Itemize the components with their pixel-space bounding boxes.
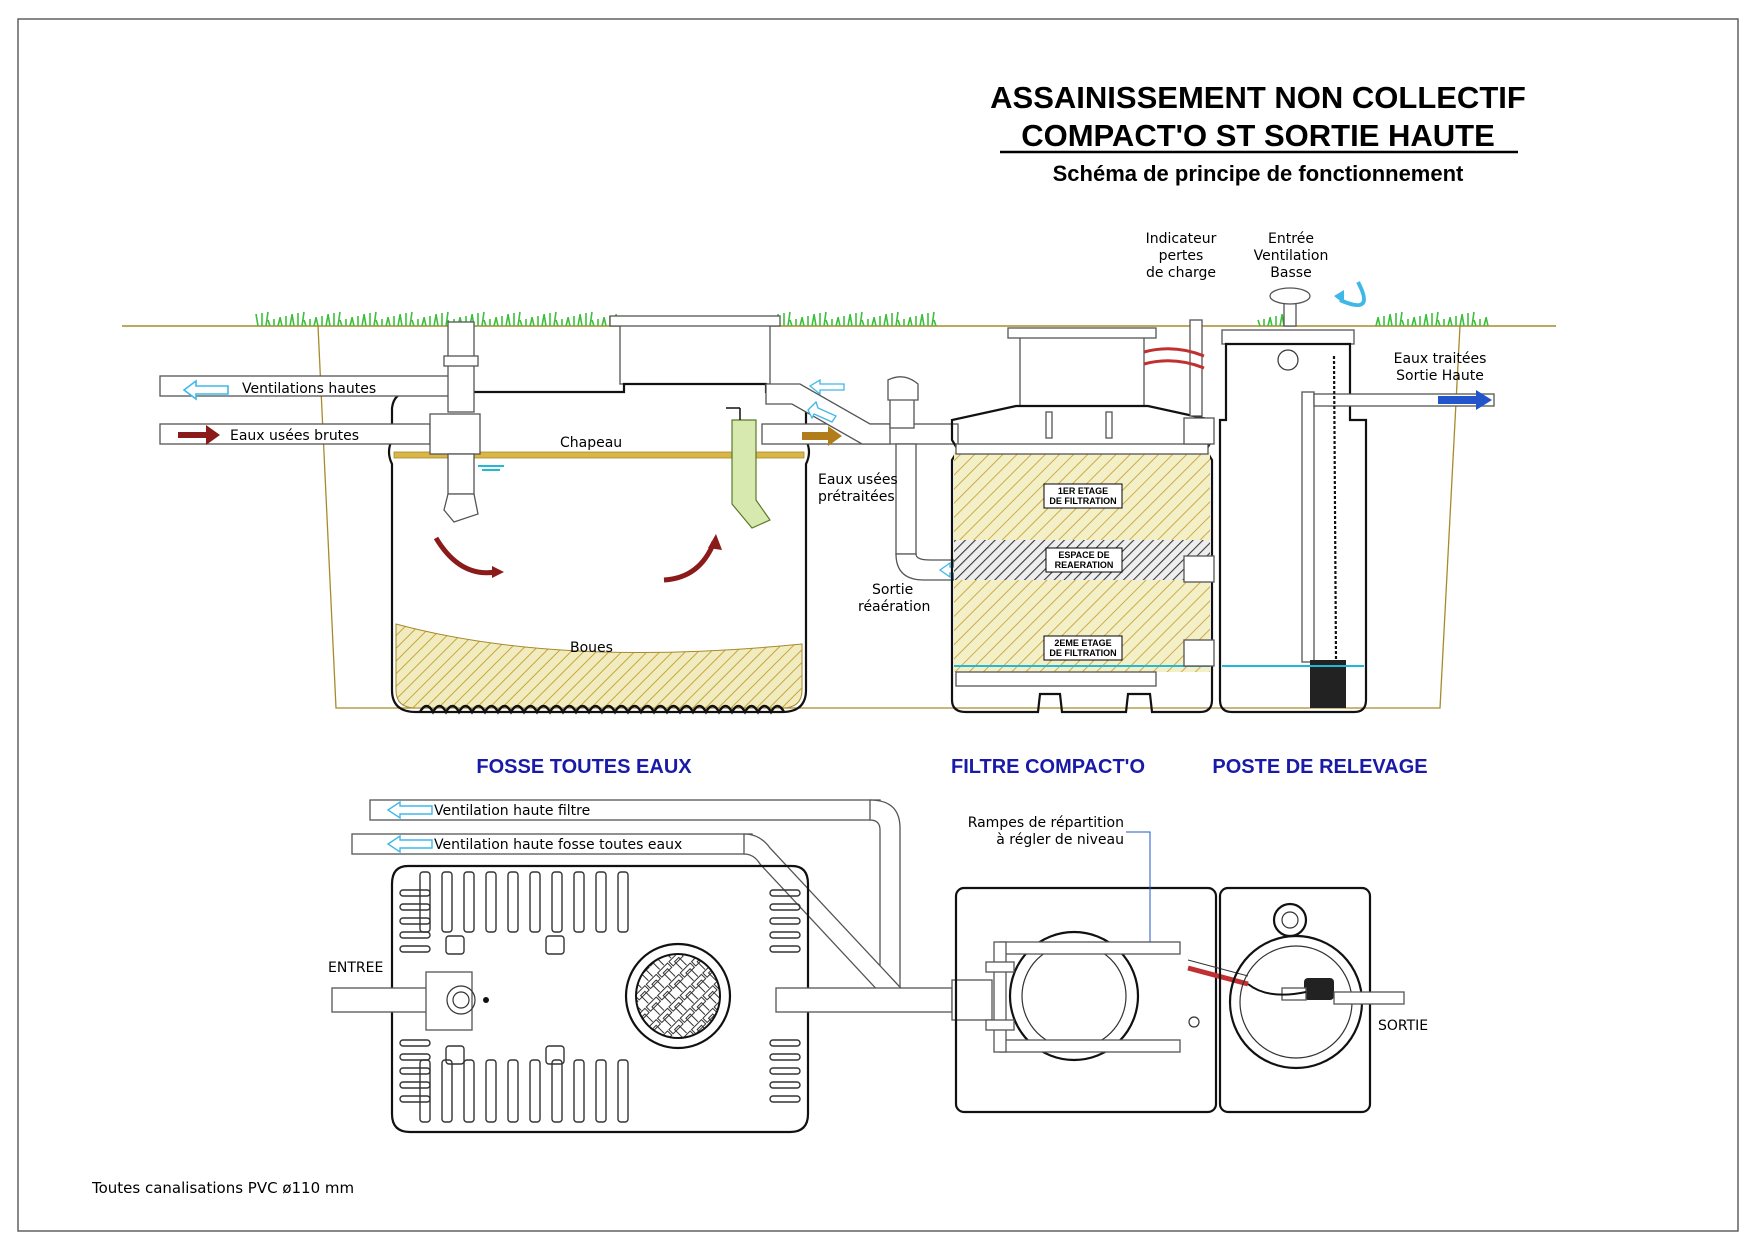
svg-text:1ER ETAGE: 1ER ETAGE bbox=[1058, 486, 1108, 496]
fosse-elevation bbox=[159, 315, 811, 715]
footer-note: Toutes canalisations PVC ø110 mm bbox=[91, 1179, 354, 1197]
pump-station-plan bbox=[1218, 886, 1405, 1114]
section-poste: POSTE DE RELEVAGE bbox=[1212, 756, 1427, 778]
label-chapeau: Chapeau bbox=[560, 435, 622, 451]
plan-vent-pipes bbox=[351, 799, 914, 1011]
label-eaux-traitees-2: Sortie Haute bbox=[1396, 368, 1484, 384]
label-entree-vent-3: Basse bbox=[1270, 265, 1311, 281]
fosse-bottom-ribs bbox=[418, 704, 786, 715]
label-rampes-2: à régler de niveau bbox=[996, 832, 1124, 848]
label-entree: ENTREE bbox=[328, 960, 383, 976]
label-rampes-1: Rampes de répartition bbox=[968, 815, 1124, 831]
vent-arrow-icon bbox=[182, 379, 229, 401]
label-eaux-traitees-1: Eaux traitées bbox=[1394, 351, 1487, 367]
scum-layer bbox=[393, 451, 805, 459]
page-frame bbox=[17, 18, 1739, 1232]
section-filtre: FILTRE COMPACT'O bbox=[951, 756, 1145, 778]
outlet-baffle bbox=[731, 419, 771, 529]
label-indicateur-1: Indicateur bbox=[1146, 231, 1217, 247]
label-eaux-usees-brutes: Eaux usées brutes bbox=[230, 428, 359, 444]
title-line-3: Schéma de principe de fonctionnement bbox=[1053, 161, 1464, 186]
tag-stage-1: 1ER ETAGE DE FILTRATION bbox=[1043, 483, 1123, 509]
svg-text:REAERATION: REAERATION bbox=[1055, 560, 1114, 570]
section-fosse: FOSSE TOUTES EAUX bbox=[476, 756, 692, 778]
pump-body bbox=[1310, 660, 1346, 708]
flow-arrow-left bbox=[433, 536, 497, 576]
label-sortie: SORTIE bbox=[1378, 1018, 1428, 1034]
filter-plan bbox=[954, 831, 1249, 1114]
svg-text:DE FILTRATION: DE FILTRATION bbox=[1049, 648, 1116, 658]
label-entree-vent-1: Entrée bbox=[1268, 231, 1314, 247]
raw-water-arrow-icon bbox=[178, 425, 220, 445]
label-indicateur-2: pertes bbox=[1159, 248, 1204, 264]
tag-stage-2: 2EME ETAGE DE FILTRATION bbox=[1043, 635, 1123, 661]
label-eaux-usees-pretraitees-1: Eaux usées bbox=[818, 472, 898, 488]
title-line-2: COMPACT'O ST SORTIE HAUTE bbox=[1021, 118, 1495, 153]
tag-reaeration: ESPACE DE REAERATION bbox=[1045, 547, 1123, 573]
label-boues: Boues bbox=[570, 640, 613, 656]
grass bbox=[255, 311, 1489, 327]
label-indicateur-3: de charge bbox=[1146, 265, 1216, 281]
svg-text:ESPACE DE: ESPACE DE bbox=[1058, 550, 1109, 560]
pump-station-elevation bbox=[1218, 281, 1495, 714]
label-entree-vent-2: Ventilation bbox=[1254, 248, 1329, 264]
label-ventilations-hautes: Ventilations hautes bbox=[242, 381, 376, 397]
svg-text:DE FILTRATION: DE FILTRATION bbox=[1049, 496, 1116, 506]
pump-plan-icon bbox=[1304, 978, 1334, 1000]
label-eaux-usees-pretraitees-2: prétraitées bbox=[818, 489, 895, 505]
label-vent-haute-filtre: Ventilation haute filtre bbox=[434, 803, 590, 819]
fosse-plan bbox=[331, 864, 993, 1134]
flow-arrow-right bbox=[663, 541, 717, 583]
svg-text:2EME ETAGE: 2EME ETAGE bbox=[1054, 638, 1111, 648]
title-line-1: ASSAINISSEMENT NON COLLECTIF bbox=[990, 80, 1526, 115]
label-vent-haute-fosse: Ventilation haute fosse toutes eaux bbox=[434, 837, 682, 853]
sludge-layer bbox=[395, 623, 803, 709]
label-sortie-reaeration-2: réaération bbox=[858, 599, 930, 615]
label-sortie-reaeration-1: Sortie bbox=[872, 582, 913, 598]
